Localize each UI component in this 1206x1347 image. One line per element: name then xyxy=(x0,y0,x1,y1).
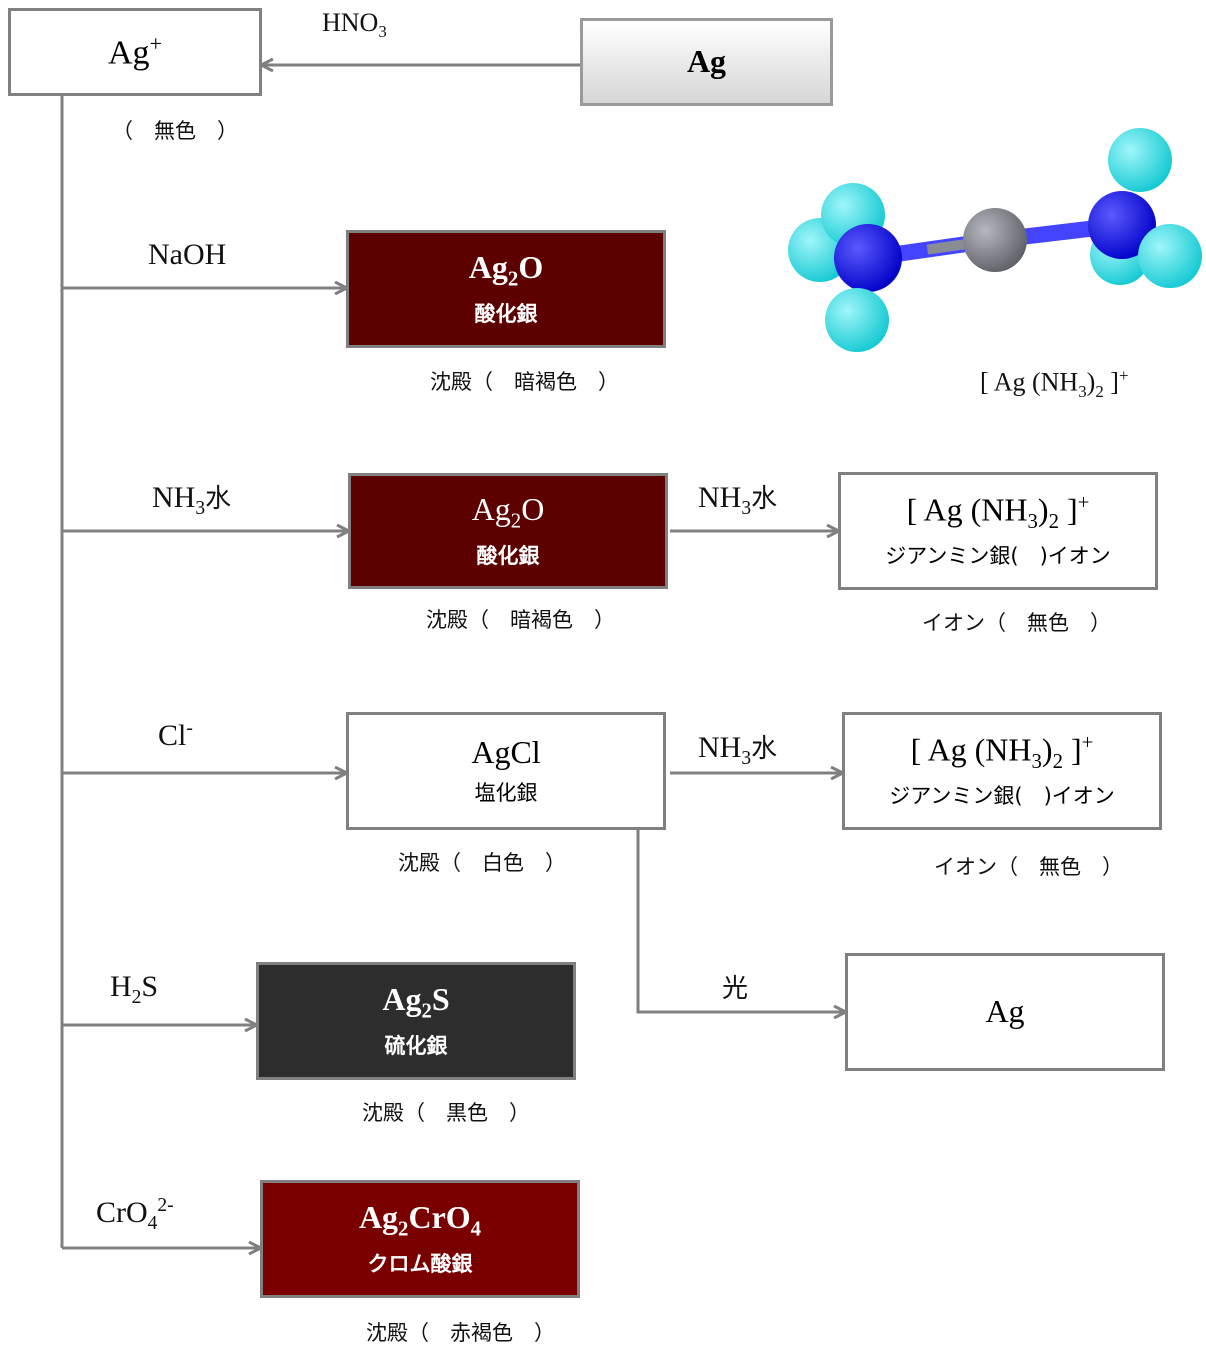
arrow-light xyxy=(636,828,845,1012)
silver-oxide-caption: 沈殿（ 暗褐色 ） xyxy=(430,370,619,394)
reagent-nh3: NH3水 xyxy=(152,481,232,519)
reagent-light: 光 xyxy=(722,974,749,1004)
diammine-silver-caption: イオン（ 無色 ） xyxy=(922,611,1111,635)
silver-chromate-box: Ag2CrO4 クロム酸銀 xyxy=(260,1180,580,1298)
diammine-silver-caption-2: イオン（ 無色 ） xyxy=(934,855,1123,879)
silver-oxide-box: Ag2O 酸化銀 xyxy=(346,230,666,348)
hydrogen-atom-icon xyxy=(825,288,889,352)
reagent-hno3: HNO3 xyxy=(322,8,387,42)
silver-sulfide-caption: 沈殿（ 黒色 ） xyxy=(362,1101,530,1125)
complex-molecule-model xyxy=(788,128,1202,352)
reagent-h2s: H2S xyxy=(110,970,159,1008)
silver-sulfide-box: Ag2S 硫化銀 xyxy=(256,962,576,1080)
silver-ion-box: Ag+ xyxy=(8,8,262,96)
nitrogen-atom-icon xyxy=(834,224,902,292)
hydrogen-atom-icon xyxy=(1138,224,1202,288)
silver-metal-box: Ag xyxy=(580,18,833,106)
reagent-chromate: CrO42- xyxy=(96,1195,174,1234)
reagent-naoh: NaOH xyxy=(148,238,227,271)
silver-chloride-caption: 沈殿（ 白色 ） xyxy=(398,851,566,875)
diammine-silver-box-2: [ Ag (NH3)2 ]+ ジアンミン銀( )イオン xyxy=(842,712,1162,830)
silver-ion-caption: （ 無色 ） xyxy=(112,119,238,143)
reagent-nh3-excess: NH3水 xyxy=(698,481,778,519)
silver-chloride-box: AgCl 塩化銀 xyxy=(346,712,666,830)
silver-atom-icon xyxy=(963,208,1027,272)
hydrogen-atom-icon xyxy=(1108,128,1172,192)
silver-oxide-caption-2: 沈殿（ 暗褐色 ） xyxy=(426,608,615,632)
molecule-model-caption: [ Ag (NH3)2 ]+ xyxy=(980,366,1129,401)
silver-chromate-caption: 沈殿（ 赤褐色 ） xyxy=(366,1321,555,1345)
reagent-nh3-chloride: NH3水 xyxy=(698,731,778,769)
silver-oxide-box-2: Ag2O 酸化銀 xyxy=(348,473,668,589)
diammine-silver-box: [ Ag (NH3)2 ]+ ジアンミン銀( )イオン xyxy=(838,472,1158,590)
silver-metal-result-box: Ag xyxy=(845,953,1165,1071)
nitrogen-atom-icon xyxy=(1088,191,1156,259)
reagent-chloride: Cl- xyxy=(158,718,193,752)
